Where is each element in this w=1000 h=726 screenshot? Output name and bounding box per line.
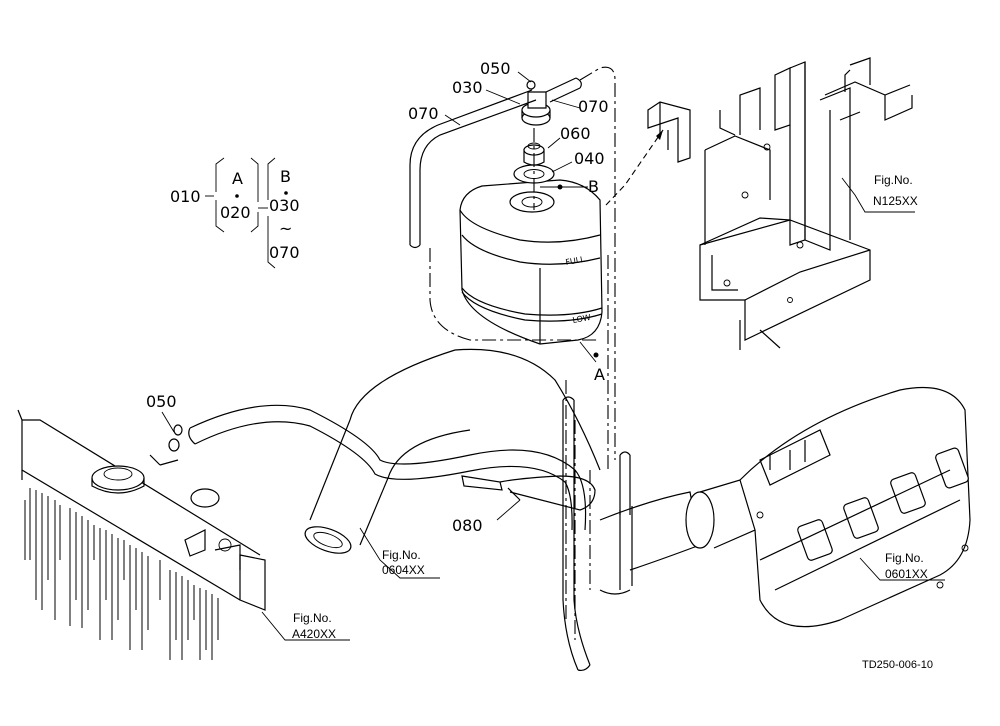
figref-0601-label: Fig.No.	[885, 551, 924, 565]
figref-0601-code: 0601XX	[885, 567, 928, 581]
full-mark: FULL	[565, 255, 586, 267]
mounting-bracket	[699, 57, 913, 350]
label-050-top: 050	[480, 59, 511, 78]
clamp-050-radiator	[168, 424, 183, 452]
overflow-hose-070	[409, 77, 582, 249]
exhaust-manifold	[739, 386, 971, 628]
figref-0604-code: 0604XX	[382, 563, 425, 577]
tank-clip	[647, 101, 691, 163]
label-080: 080	[452, 516, 483, 535]
radiator	[17, 409, 266, 660]
figref-a420-code: A420XX	[292, 627, 336, 641]
reserve-tank: FULL LOW	[459, 179, 603, 345]
routing-line-2	[429, 248, 600, 341]
label-050-radiator: 050	[146, 392, 177, 411]
legend-a: A	[232, 169, 243, 188]
cable-tie-080	[461, 475, 596, 511]
figref-n125-label: Fig.No.	[874, 173, 913, 187]
radiator-cap	[91, 465, 145, 494]
drawing-code: TD250-006-10	[862, 659, 933, 671]
label-060: 060	[560, 124, 591, 143]
legend-b: B	[280, 167, 291, 186]
label-040: 040	[574, 149, 605, 168]
legend-010: 010	[170, 187, 201, 206]
figref-0604-label: Fig.No.	[382, 548, 421, 562]
figref-a420-label: Fig.No.	[293, 611, 332, 625]
legend-070: 070	[269, 243, 300, 262]
legend-030: 030	[269, 196, 300, 215]
legend-020: 020	[220, 203, 251, 222]
low-mark: LOW	[572, 313, 592, 325]
label-070-right: 070	[578, 97, 609, 116]
intake-duct	[304, 348, 601, 554]
legend-tilde: ~	[279, 219, 292, 238]
figref-n125-code: N125XX	[873, 194, 918, 208]
leader-lines	[161, 71, 945, 641]
radiator-hose	[188, 404, 587, 531]
leader-arrow	[656, 130, 663, 140]
leader-tank-to-bracket	[605, 129, 664, 206]
label-a-tank: A	[594, 365, 605, 384]
assembly-legend: 010 A 020 B 030 ~ 070	[170, 157, 300, 269]
routing-line-1	[579, 66, 616, 460]
collar-060	[523, 142, 545, 166]
exhaust-pipe	[599, 479, 756, 595]
label-b-tank: B	[588, 177, 599, 196]
label-030-top: 030	[452, 78, 483, 97]
cap-030	[521, 91, 551, 126]
drain-hose	[562, 396, 631, 672]
label-070-left: 070	[408, 104, 439, 123]
